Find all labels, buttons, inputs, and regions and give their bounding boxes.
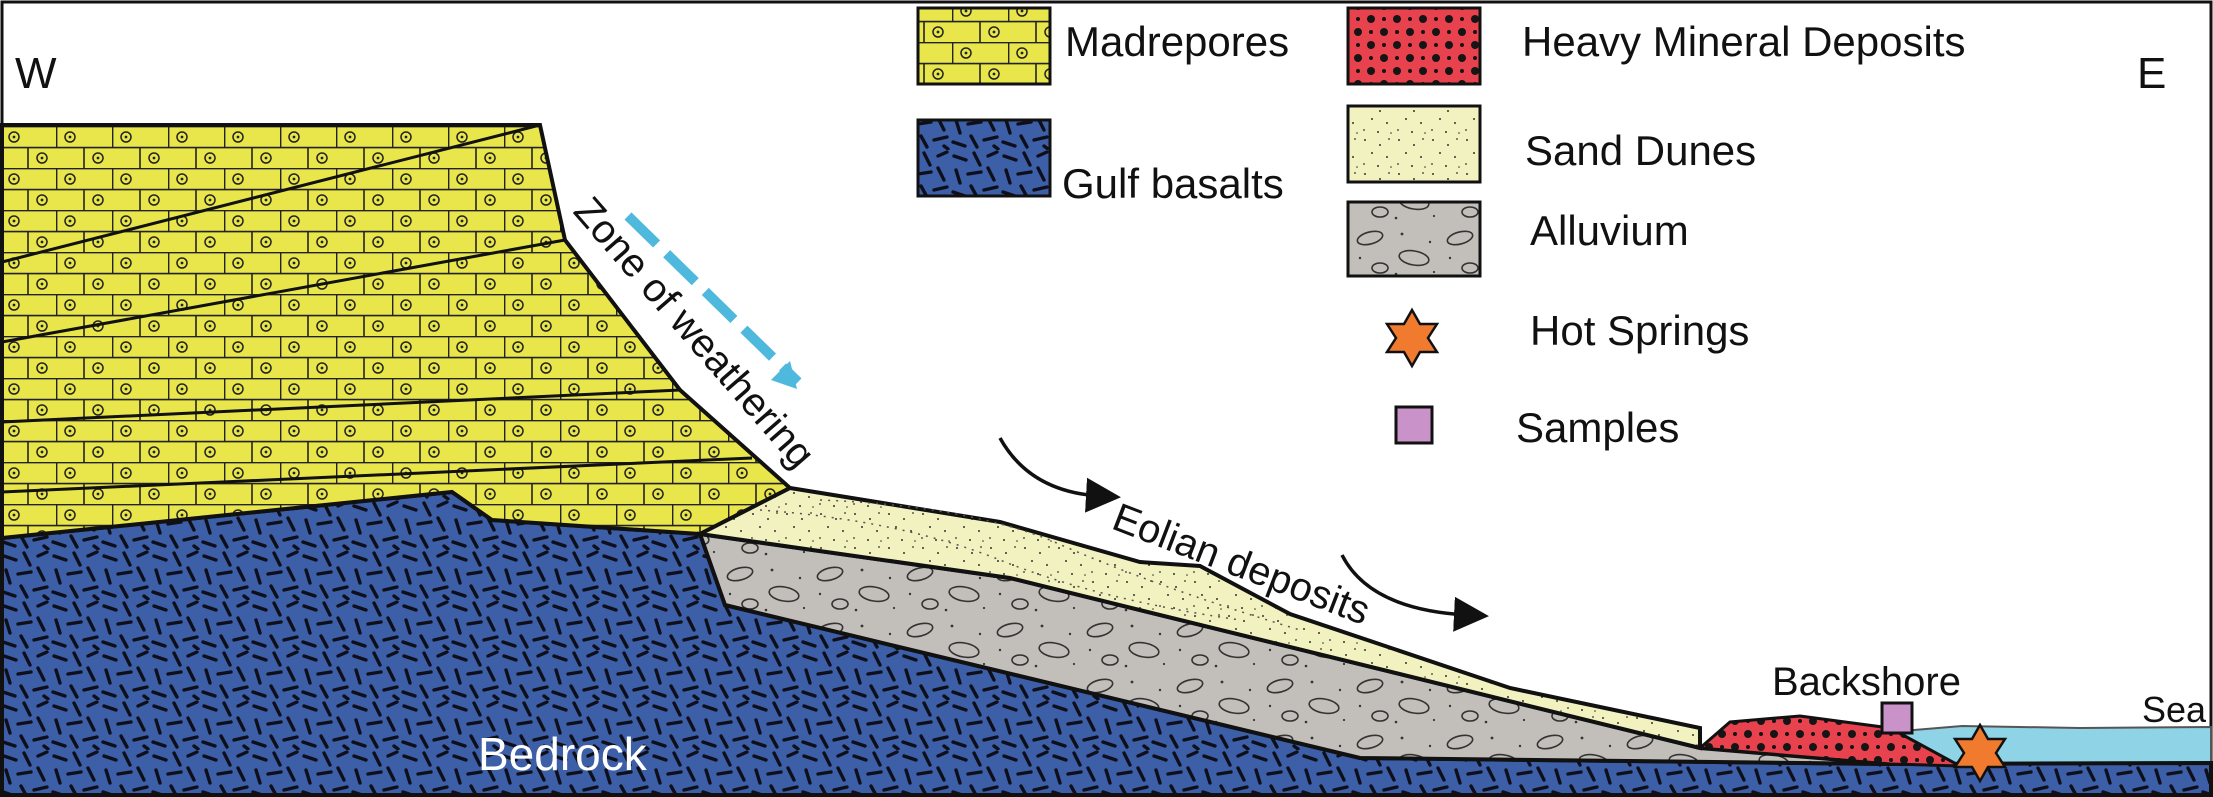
legend-symbol-samples — [1394, 405, 1434, 445]
hot-spring-marker — [1952, 722, 2008, 784]
legend: Madrepores Gulf basalts Heavy Mineral De… — [916, 6, 1966, 451]
compass-west: W — [15, 49, 57, 98]
legend-label-samples: Samples — [1516, 404, 1679, 451]
weathering-arrow — [624, 212, 802, 386]
legend-label-gulf-basalts: Gulf basalts — [1062, 160, 1284, 207]
legend-swatch-madrepores — [916, 6, 1052, 86]
sea-label: Sea — [2142, 689, 2207, 730]
eolian-arrow-upper — [998, 437, 1121, 513]
legend-label-heavy-mineral-deposits: Heavy Mineral Deposits — [1522, 18, 1966, 65]
bedrock-label: Bedrock — [478, 728, 648, 780]
legend-swatch-heavy-mineral-deposits — [1346, 6, 1482, 86]
legend-swatch-gulf-basalts — [916, 118, 1052, 198]
sand-dunes-layer — [693, 485, 1702, 751]
backshore-label: Backshore — [1772, 660, 1961, 704]
legend-symbol-hot-springs — [1384, 307, 1440, 369]
compass-east: E — [2137, 49, 2166, 98]
legend-label-hot-springs: Hot Springs — [1530, 307, 1749, 354]
dune-cross-bedding — [759, 499, 1301, 631]
legend-label-madrepores: Madrepores — [1065, 18, 1289, 65]
legend-swatch-alluvium — [1346, 200, 1482, 278]
legend-label-sand-dunes: Sand Dunes — [1525, 127, 1756, 174]
legend-label-alluvium: Alluvium — [1530, 207, 1689, 254]
legend-swatch-sand-dunes — [1346, 104, 1482, 184]
bedding-planes — [1, 123, 753, 494]
eolian-arrow-lower — [1340, 554, 1489, 632]
weathering-arrowhead — [771, 361, 797, 389]
sample-marker — [1880, 701, 1914, 735]
